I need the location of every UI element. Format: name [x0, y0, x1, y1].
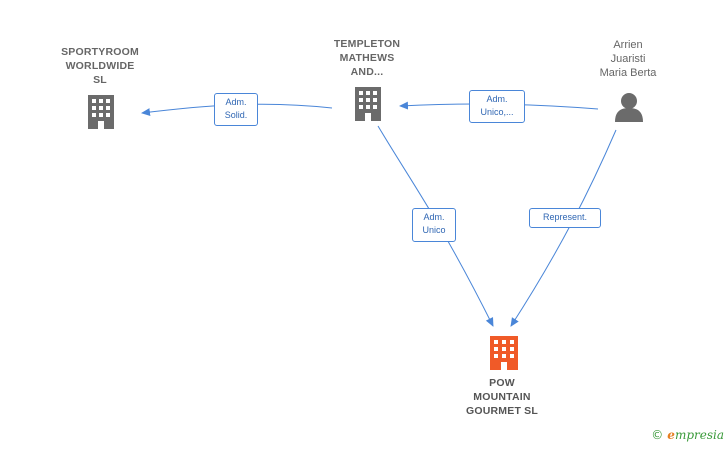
node-label-pow[interactable]: POW MOUNTAIN GOURMET SL — [466, 377, 538, 417]
edge-templeton-to-pow — [377, 125, 494, 327]
empresia-logo[interactable]: ©empresia — [651, 428, 724, 442]
node-label-arrien[interactable]: Arrien Juaristi Maria Berta — [599, 39, 657, 79]
edge-arrien-to-pow — [510, 129, 617, 327]
focus-building-icon — [490, 336, 518, 370]
brand-initial: e — [667, 428, 675, 442]
building-icon — [355, 87, 381, 121]
copyright-icon: © — [651, 428, 664, 442]
edge-label-represent: Represent. — [529, 208, 601, 228]
building-icon — [88, 95, 114, 129]
node-label-templeton[interactable]: TEMPLETON MATHEWS AND... — [333, 38, 401, 78]
edge-label-adm-unico-dots: Adm. Unico,... — [469, 90, 525, 123]
person-icon — [615, 93, 643, 122]
brand-name: mpresia — [674, 428, 724, 442]
edge-label-adm-unico: Adm. Unico — [412, 208, 456, 242]
edge-label-adm-solid: Adm. Solid. — [214, 93, 258, 126]
node-label-sportyroom[interactable]: SPORTYROOM WORLDWIDE SL — [61, 46, 139, 86]
